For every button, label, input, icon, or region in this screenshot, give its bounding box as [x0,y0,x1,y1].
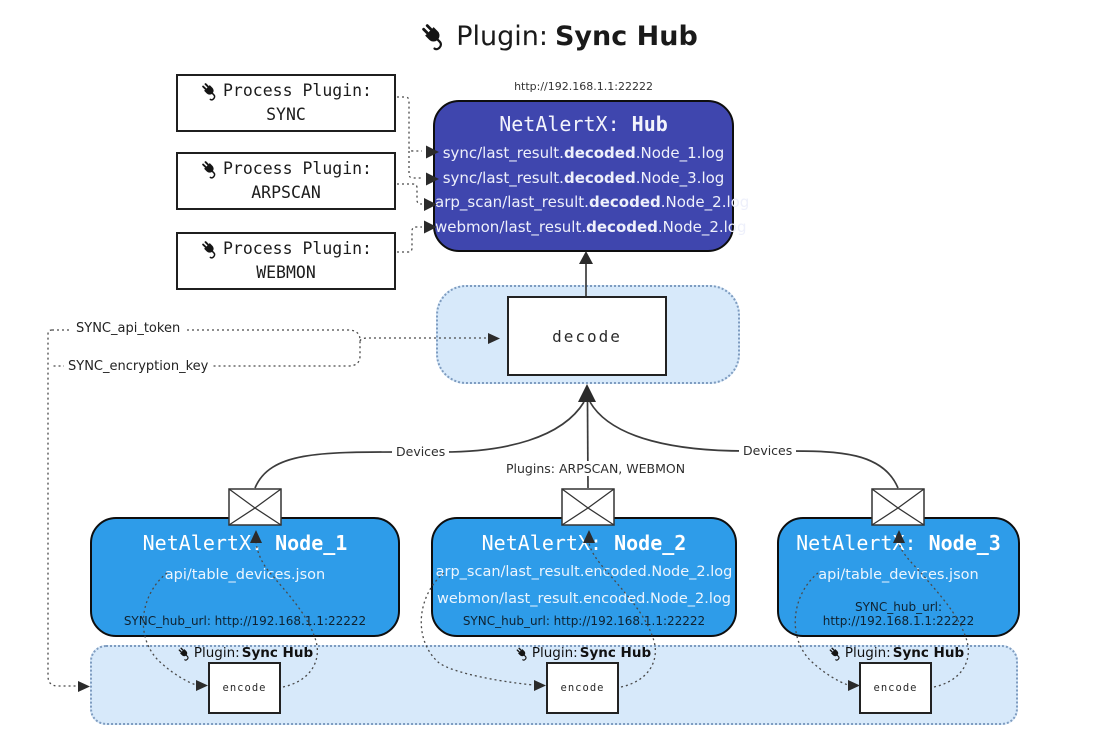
plugins-edge-label: Plugins: ARPSCAN, WEBMON [502,461,690,476]
process-plugin-arpscan: Process Plugin: ARPSCAN [176,152,396,210]
process-plugin-name: WEBMON [256,263,316,282]
node-file: api/table_devices.json [164,567,326,583]
encode-plugin-label: Plugin: Sync Hub [503,645,663,661]
node-hub-url: SYNC_hub_url: http://192.168.1.1:22222 [123,614,367,628]
hub-url-label: http://192.168.1.1:22222 [514,80,653,93]
encode-plugin-label: Plugin: Sync Hub [165,645,325,661]
encode-box-3: encode [859,662,932,714]
process-plugin-sync: Process Plugin: SYNC [176,74,396,132]
node-1-box: NetAlertX: Node_1 api/table_devices.json… [90,517,400,637]
process-plugin-name: ARPSCAN [251,183,321,202]
sync-encryption-key-label: SYNC_encryption_key [64,359,213,374]
plug-icon [177,646,192,661]
node-title: NetAlertX: Node_2 [481,531,687,555]
hub-log-line: sync/last_result.decoded.Node_1.log [442,144,725,162]
hub-title: NetAlertX: Hub [499,112,668,136]
node-hub-url: SYNC_hub_url: http://192.168.1.1:22222 [822,600,975,628]
plug-icon [515,646,530,661]
plug-icon [200,81,220,101]
process-plugin-label: Process Plugin: [222,239,372,259]
sync-keys-wires [47,329,500,692]
process-plugin-name: SYNC [266,105,306,124]
plug-icon [828,646,843,661]
plug-icon [200,159,220,179]
node-hub-url: SYNC_hub_url: http://192.168.1.1:22222 [462,614,706,628]
encode-box-1: encode [208,662,281,714]
node-file: arp_scan/last_result.encoded.Node_2.log [435,564,733,580]
process-plugin-webmon: Process Plugin: WEBMON [176,232,396,290]
hub-box: NetAlertX: Hub sync/last_result.decoded.… [433,100,750,252]
node-3-box: NetAlertX: Node_3 api/table_devices.json… [777,517,1020,637]
plug-icon [200,239,220,259]
process-plugin-label: Process Plugin: [222,159,372,179]
decode-box: decode [507,296,667,376]
devices-edge-label-right: Devices [739,443,797,458]
node-file: api/table_devices.json [818,567,979,583]
hub-log-line: arp_scan/last_result.decoded.Node_2.log [435,193,750,211]
encode-box-2: encode [546,662,619,714]
node-title: NetAlertX: Node_3 [796,531,1001,555]
page-title-prefix: Plugin: [456,20,548,52]
sync-api-token-label: SYNC_api_token [72,321,185,336]
node-file: webmon/last_result.encoded.Node_2.log [436,591,731,607]
hub-log-line: webmon/last_result.decoded.Node_2.log [435,217,747,236]
plug-icon [419,21,449,51]
node-2-box: NetAlertX: Node_2 arp_scan/last_result.e… [431,517,737,637]
process-plugin-label: Process Plugin: [222,81,372,101]
page-title: Plugin: Sync Hub [0,16,1117,56]
hub-log-line: sync/last_result.decoded.Node_3.log [442,168,725,187]
page-title-name: Sync Hub [554,20,698,52]
devices-edge-label-left: Devices [392,444,450,459]
encode-plugin-label: Plugin: Sync Hub [816,645,976,661]
node-title: NetAlertX: Node_1 [142,531,348,555]
